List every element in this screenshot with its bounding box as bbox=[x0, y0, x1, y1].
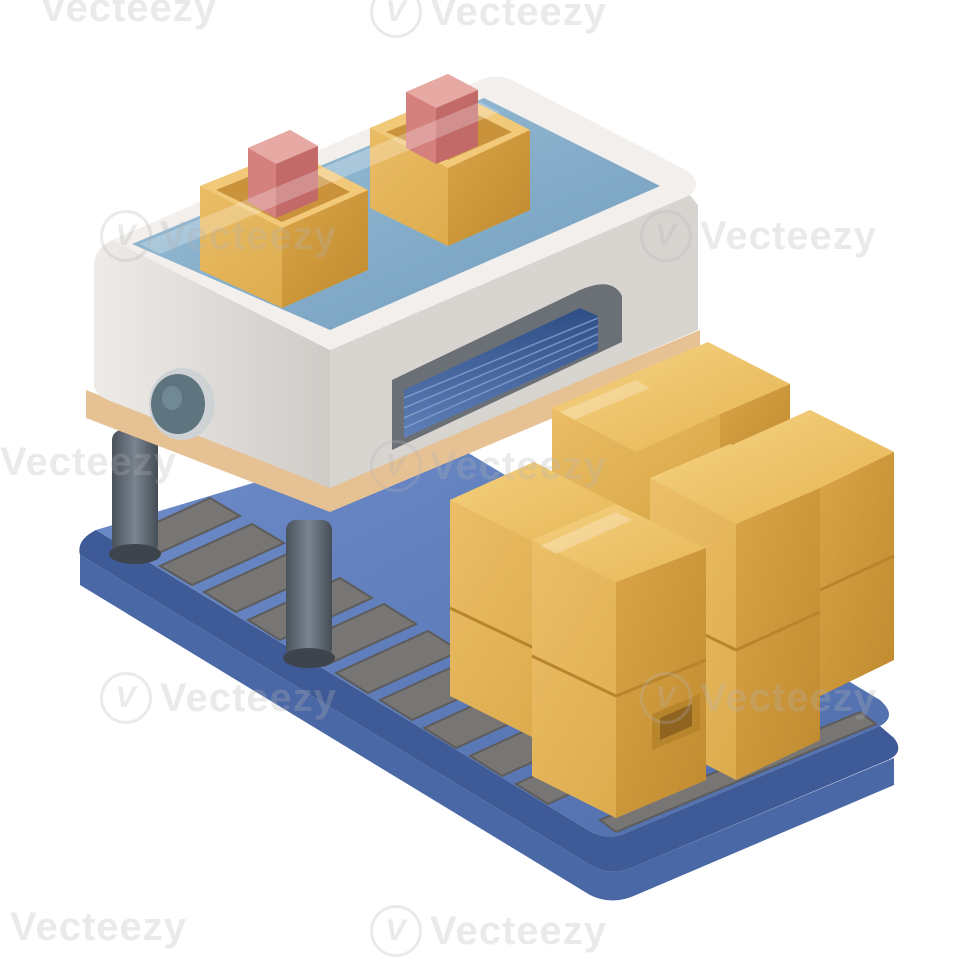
small-box-right bbox=[370, 74, 530, 246]
small-box-left bbox=[200, 130, 368, 308]
highlights bbox=[140, 102, 650, 554]
knob-icon bbox=[149, 368, 215, 440]
machine-legs bbox=[109, 430, 335, 668]
box-stack bbox=[449, 342, 895, 818]
